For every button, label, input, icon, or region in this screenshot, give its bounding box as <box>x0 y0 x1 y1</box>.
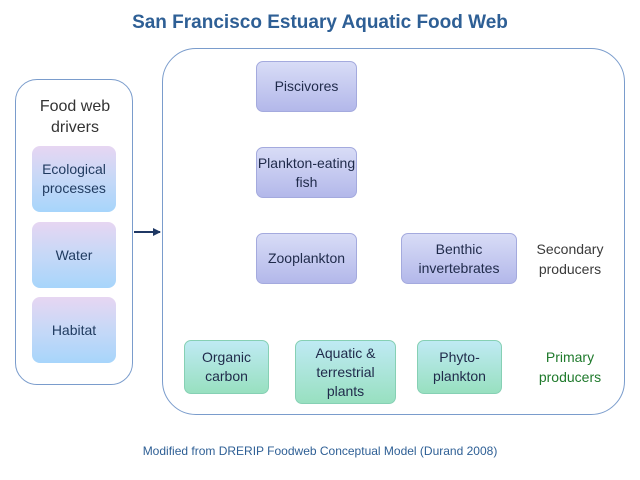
diagram-title: San Francisco Estuary Aquatic Food Web <box>132 12 508 33</box>
driver-water: Water <box>32 222 116 288</box>
node-phytoplankton: Phyto-plankton <box>417 340 502 394</box>
driver-habitat: Habitat <box>32 297 116 363</box>
label-primary-producers: Primary producers <box>538 349 602 385</box>
driver-ecological-processes: Ecological processes <box>32 146 116 212</box>
source-footnote: Modified from DRERIP Foodweb Conceptual … <box>142 444 498 458</box>
drivers-heading: Food web drivers <box>39 98 111 136</box>
node-benthic-invertebrates: Benthic invertebrates <box>401 233 517 284</box>
label-secondary-producers: Secondary producers <box>536 241 604 277</box>
node-plankton-eating-fish: Plankton-eating fish <box>256 147 357 198</box>
node-zooplankton: Zooplankton <box>256 233 357 284</box>
food-web-drivers-panel: Food web drivers Ecological processes Wa… <box>15 79 133 385</box>
node-piscivores: Piscivores <box>256 61 357 112</box>
node-aquatic-terrestrial-plants: Aquatic & terrestrial plants <box>295 340 396 404</box>
node-organic-carbon: Organic carbon <box>184 340 269 394</box>
